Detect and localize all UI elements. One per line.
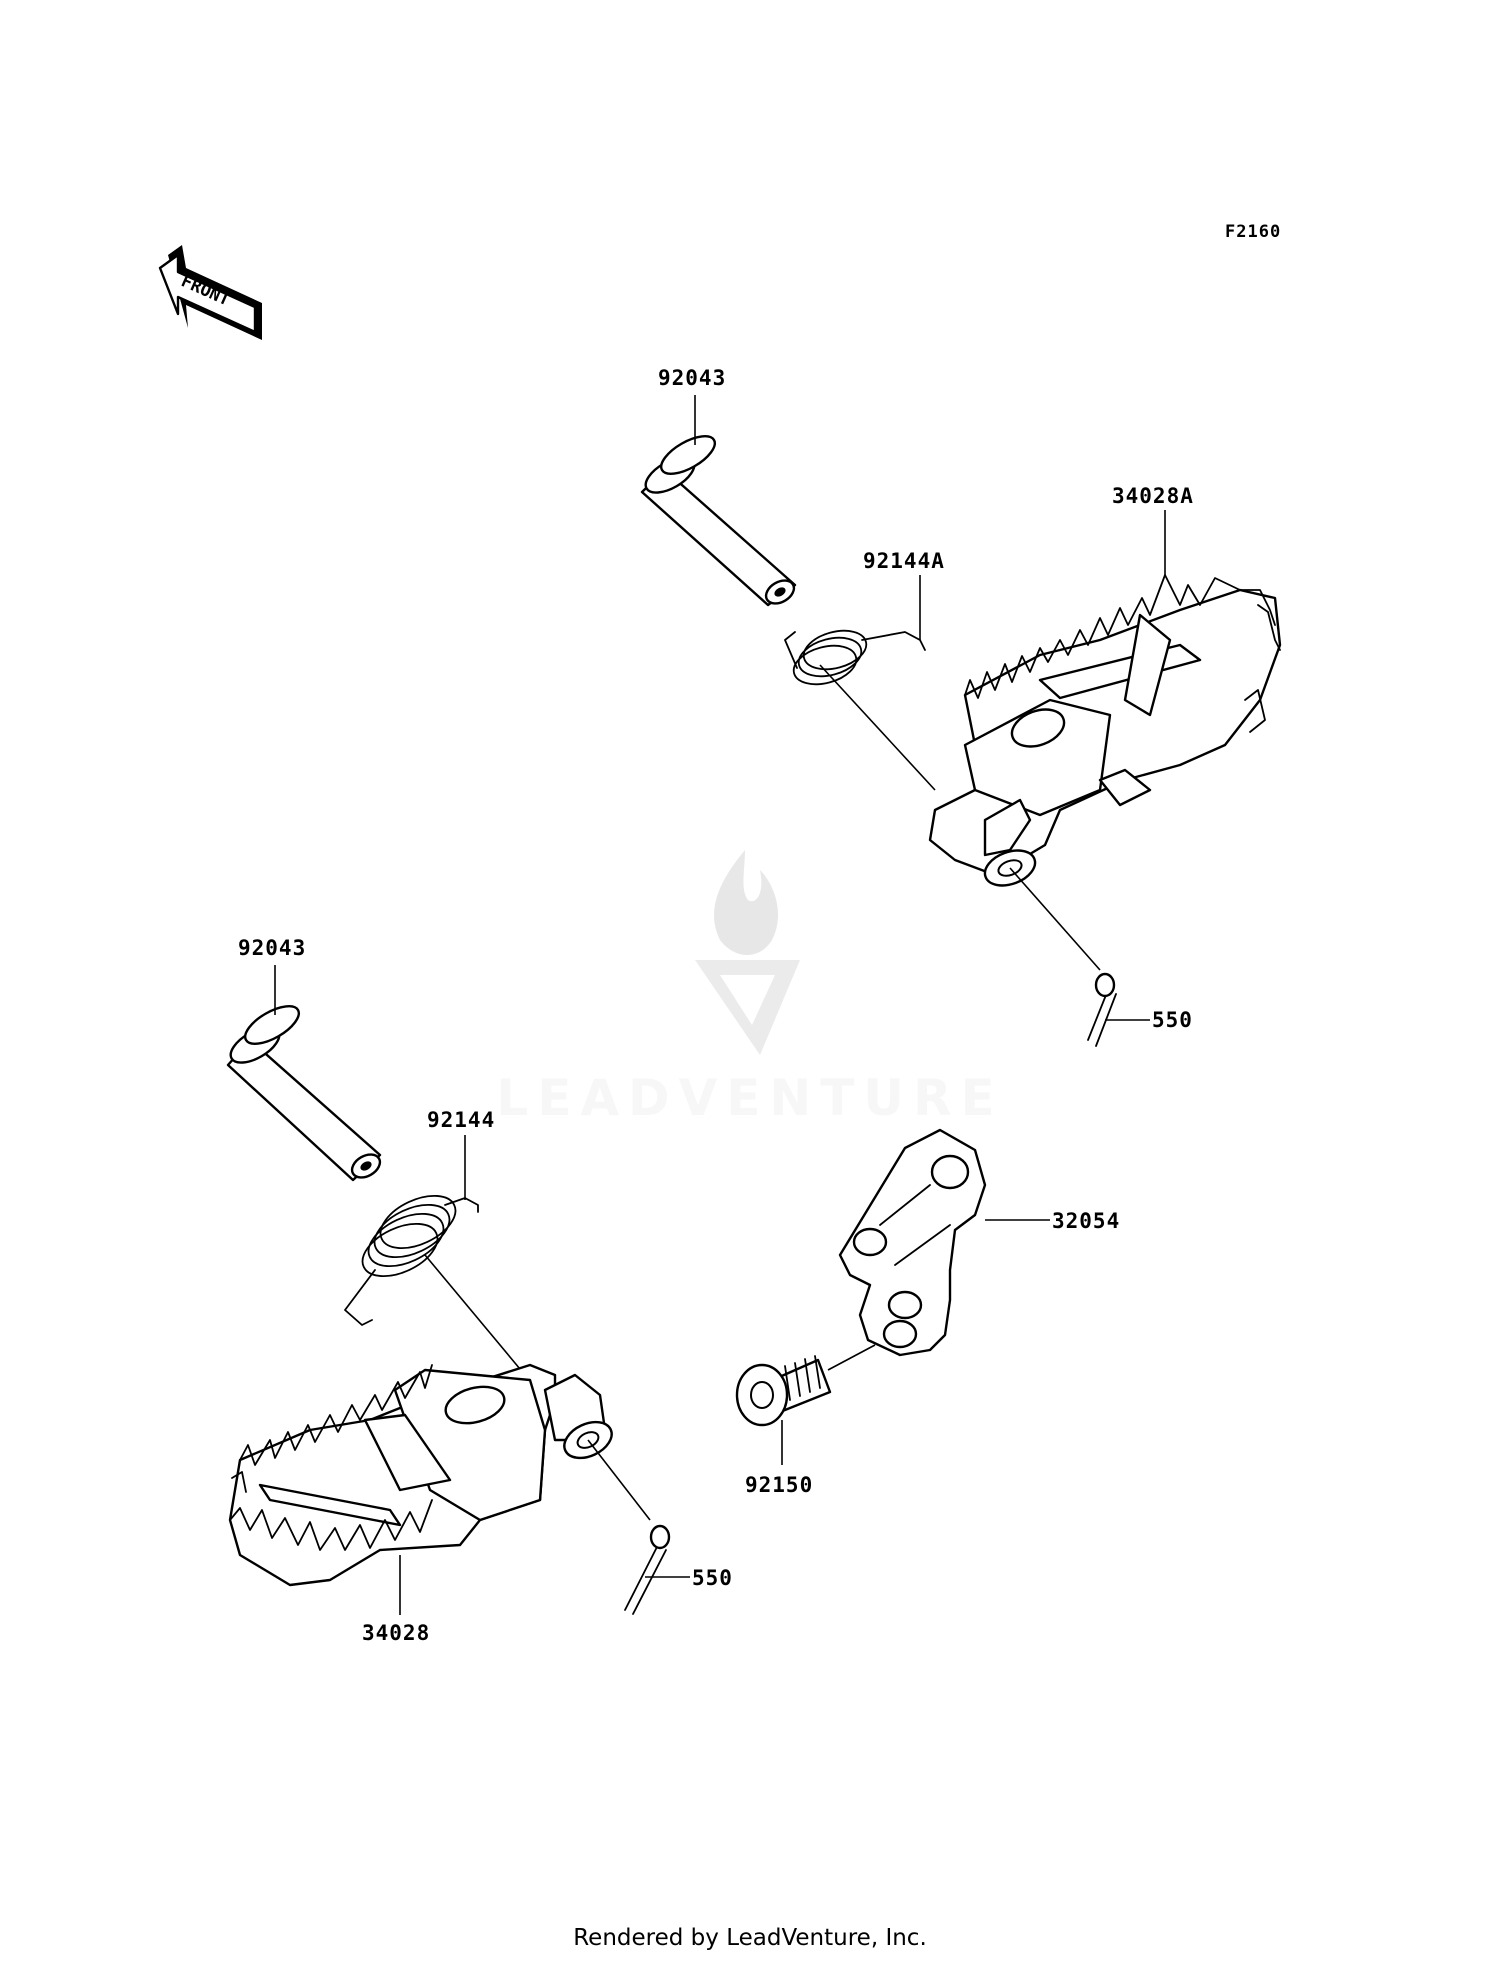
label-footpeg-top: 34028A [1112, 484, 1194, 508]
label-bolt: 92150 [745, 1473, 813, 1497]
diagram-code: F2160 [1225, 222, 1281, 242]
bolt [735, 1355, 832, 1427]
watermark-v-icon [695, 960, 800, 1055]
cotter-pin-top [1087, 972, 1117, 1047]
watermark-flame-icon [714, 850, 779, 955]
footpeg-top [928, 574, 1282, 887]
spring-top [784, 629, 926, 686]
cotter-pin-bottom [624, 1524, 671, 1615]
label-bracket: 32054 [1052, 1209, 1120, 1233]
label-spring-bottom: 92144 [427, 1108, 495, 1132]
footer-credit: Rendered by LeadVenture, Inc. [573, 1925, 927, 1951]
label-footpeg-bottom: 34028 [362, 1621, 430, 1645]
spring-bottom [344, 1194, 479, 1326]
bracket [838, 1128, 987, 1357]
label-pin-bottom: 92043 [238, 936, 306, 960]
label-cotter-pin-bottom: 550 [692, 1566, 733, 1590]
label-pin-top: 92043 [658, 366, 726, 390]
footpeg-bottom [228, 1363, 613, 1587]
pin-bottom [226, 1005, 382, 1182]
label-spring-top: 92144A [863, 549, 945, 573]
watermark: LEADVENTURE [496, 850, 1003, 1127]
pin-top [640, 435, 797, 607]
front-arrow-icon: FRONT [158, 245, 262, 340]
watermark-text: LEADVENTURE [496, 1069, 1003, 1127]
label-cotter-pin-top: 550 [1152, 1008, 1193, 1032]
